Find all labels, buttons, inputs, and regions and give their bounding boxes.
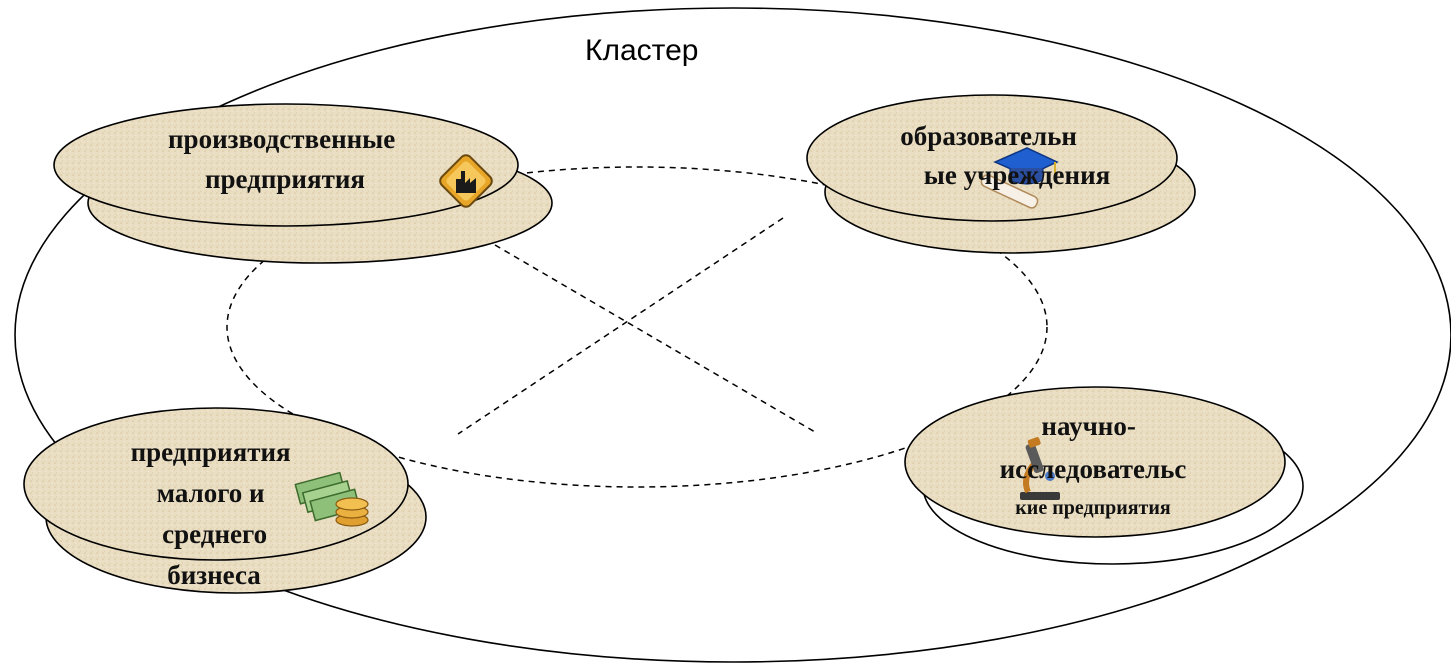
dashed-connector-1: [494, 244, 816, 433]
svg-text:кие предприятия: кие предприятия: [1015, 497, 1171, 519]
small-business-line-3: среднего: [162, 519, 267, 549]
svg-text:образовательн ые учрежде: образовательн ые учреждения: [900, 121, 1110, 190]
small-business-line-1: предприятия: [131, 437, 291, 467]
node-production: производственные предприятия: [53, 103, 553, 264]
education-line-2: ые учреждения: [924, 160, 1110, 190]
money-icon: [294, 471, 369, 527]
node-small-business: предприятия малого и среднего бизнеса: [23, 407, 427, 594]
inner-dashed-ellipse: [226, 166, 1048, 488]
graduation-cap-icon: [980, 147, 1059, 209]
production-line-1: производственные: [168, 124, 395, 154]
research-line-2: исследовательс: [1000, 454, 1187, 484]
research-line-1: научно-: [1041, 411, 1135, 441]
factory-icon: [439, 154, 493, 208]
small-business-line-2: малого и: [157, 478, 265, 508]
cluster-title: Кластер: [585, 34, 698, 67]
production-line-2: предприятия: [205, 164, 365, 194]
cluster-boundary: [14, 7, 1451, 663]
node-education: образовательн ые учреждения: [806, 94, 1196, 254]
svg-text:предприятия малого и: предприятия малого и среднего бизнеса: [131, 437, 298, 590]
svg-text:научно- исследовательс: научно- исследовательс: [1000, 411, 1187, 484]
education-line-1: образовательн: [900, 121, 1077, 151]
research-line-3: кие предприятия: [1015, 497, 1171, 519]
microscope-icon: [1020, 437, 1060, 500]
node-research: научно- исследовательс кие предприятия: [904, 386, 1304, 565]
dashed-connector-2: [457, 217, 784, 435]
svg-text:производственные предпри: производственные предприятия: [168, 124, 402, 194]
small-business-line-4: бизнеса: [167, 560, 261, 590]
